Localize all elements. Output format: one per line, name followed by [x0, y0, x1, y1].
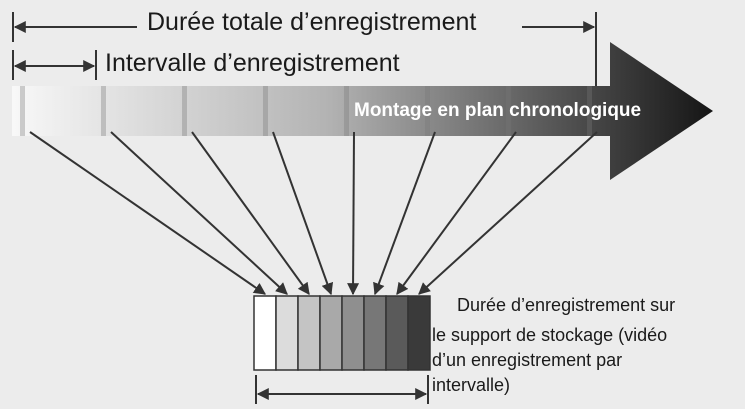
- sampling-arrow: [29, 131, 266, 295]
- sampling-arrow: [110, 131, 288, 295]
- storage-frame-strip: [253, 295, 431, 371]
- sampling-arrow: [191, 131, 310, 295]
- timeline-frame-marker: [182, 86, 187, 136]
- timeline-frame-marker: [20, 86, 25, 136]
- storage-duration-bracket: [255, 375, 429, 404]
- timeline-frame-marker: [425, 86, 430, 136]
- storage-text-line-2: le support de stockage (vidéo: [432, 325, 667, 345]
- storage-text-line-1: Durée d’enregistrement sur: [457, 295, 675, 315]
- sampling-arrow: [373, 131, 436, 296]
- timeline-frame-marker: [587, 86, 592, 136]
- timeline-frame-marker: [506, 86, 511, 136]
- sampling-arrows: [29, 131, 598, 296]
- storage-frame: [385, 295, 409, 371]
- storage-frame: [297, 295, 321, 371]
- sampling-arrow: [418, 131, 598, 295]
- interval-bracket: [12, 50, 97, 80]
- interval-label: Intervalle d’enregistrement: [105, 49, 400, 77]
- storage-frame: [363, 295, 387, 371]
- timeline-label: Montage en plan chronologique: [354, 100, 641, 121]
- storage-frame: [275, 295, 299, 371]
- storage-text-line-4: intervalle): [432, 375, 510, 395]
- storage-frame: [253, 295, 277, 371]
- storage-frame: [407, 295, 431, 371]
- timeline-frame-marker: [101, 86, 106, 136]
- total-duration-label: Durée totale d’enregistrement: [147, 8, 476, 36]
- timeline-frame-markers: [20, 86, 592, 136]
- storage-frame: [319, 295, 343, 371]
- timeline-frame-marker: [263, 86, 268, 136]
- storage-text-line-3: d’un enregistrement par: [432, 350, 622, 370]
- storage-frame: [341, 295, 365, 371]
- sampling-arrow: [396, 131, 517, 295]
- sampling-arrow: [272, 131, 334, 296]
- timeline-arrow: [12, 42, 713, 180]
- sampling-arrow: [347, 131, 360, 296]
- timeline-frame-marker: [344, 86, 349, 136]
